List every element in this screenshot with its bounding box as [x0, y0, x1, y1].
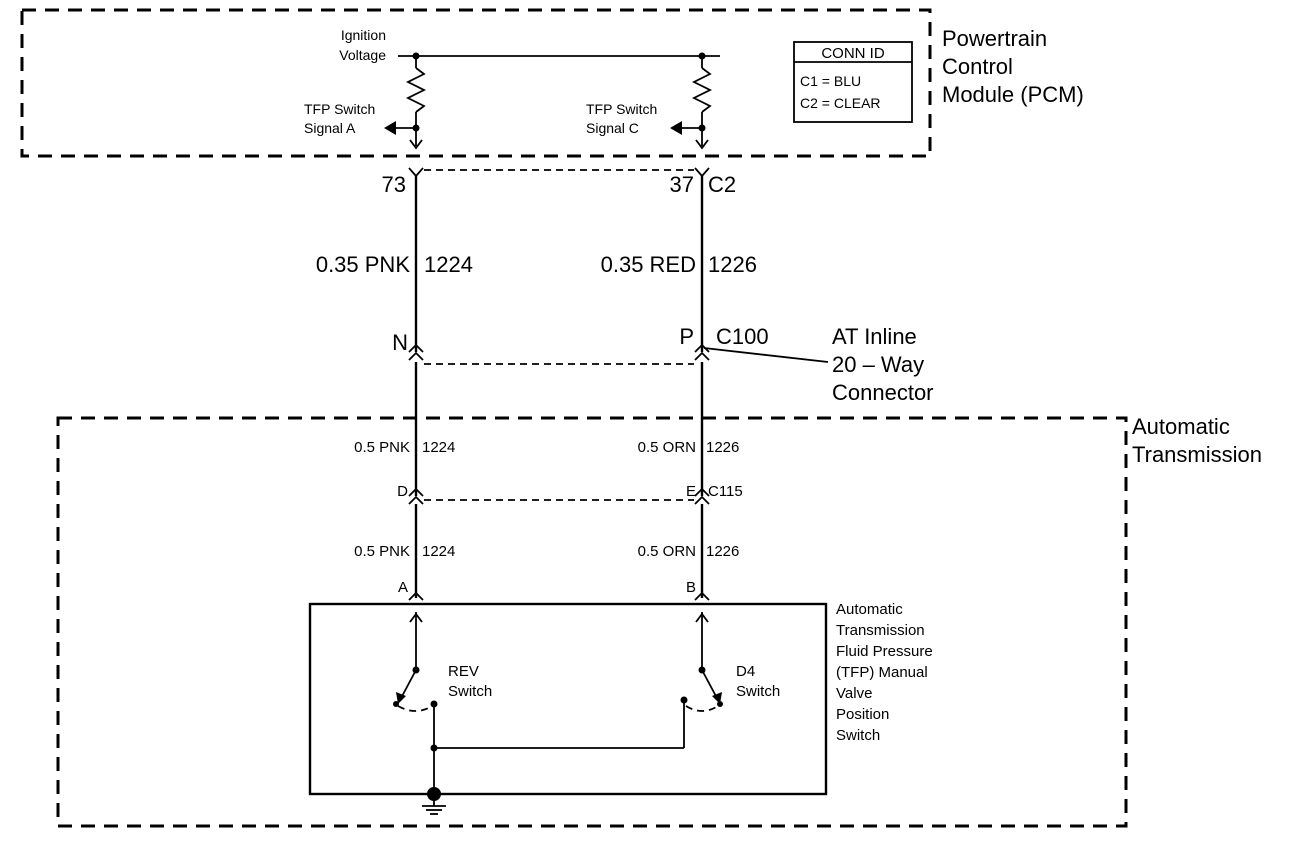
assembly-label-line-6: Position — [836, 706, 889, 723]
upper-left-wire-circuit: 1224 — [424, 252, 473, 277]
c100-left-pin: N — [392, 330, 408, 355]
signal-a-arrow-icon — [384, 121, 396, 135]
pcm-boundary — [20, 8, 932, 158]
connector-chevrons — [408, 167, 710, 601]
tfp-switch-box — [308, 602, 828, 796]
ground-icon — [422, 787, 446, 815]
low-right-wire-spec: 0.5 ORN — [638, 543, 696, 560]
conn-id-box: CONN ID C1 = BLU C2 = CLEAR — [793, 41, 913, 123]
ignition-label-line-2: Voltage — [339, 47, 386, 63]
rev-switch-label-line-1: REV — [448, 663, 479, 680]
c100-label-line-3: Connector — [832, 380, 934, 405]
upper-left-wire-spec: 0.35 PNK — [316, 252, 410, 277]
mid-left-wire-spec: 0.5 PNK — [354, 439, 410, 456]
mid-left-wire-circuit: 1224 — [422, 439, 455, 456]
ignition-bus — [384, 52, 720, 150]
assembly-label-line-7: Switch — [836, 727, 880, 744]
d4-switch-label-line-2: Switch — [736, 683, 780, 700]
pcm-connector-id: C2 — [708, 172, 736, 197]
transmission-boundary — [56, 416, 1128, 828]
pcm-title-line-3: Module (PCM) — [942, 82, 1084, 107]
upper-right-wire-circuit: 1226 — [708, 252, 757, 277]
assembly-label-line-2: Transmission — [836, 622, 925, 639]
switch-pin-right: B — [686, 579, 696, 596]
c100-label-line-1: AT Inline — [832, 324, 917, 349]
mid-right-wire-circuit: 1226 — [706, 439, 739, 456]
c115-right-pin: E — [686, 483, 696, 500]
low-left-wire-circuit: 1224 — [422, 543, 455, 560]
switch-pin-left: A — [398, 579, 408, 596]
signal-a-label-line-2: Signal A — [304, 120, 356, 136]
c100-label-line-2: 20 – Way — [832, 352, 924, 377]
transmission-title-line-1: Automatic — [1132, 414, 1230, 439]
conn-id-title: CONN ID — [821, 45, 885, 62]
c100-leader — [703, 347, 829, 363]
assembly-label-line-1: Automatic — [836, 601, 903, 618]
c100-id: C100 — [716, 324, 769, 349]
mid-right-wire-spec: 0.5 ORN — [638, 439, 696, 456]
c115-left-pin: D — [397, 483, 408, 500]
assembly-label-line-5: Valve — [836, 685, 872, 702]
pull-up-resistor-a — [405, 67, 427, 113]
conn-id-c1: C1 = BLU — [800, 73, 861, 89]
circuit-wires — [414, 176, 704, 598]
signal-c-label-line-1: TFP Switch — [586, 101, 657, 117]
assembly-label-line-3: Fluid Pressure — [836, 643, 933, 660]
pcm-title-line-2: Control — [942, 54, 1013, 79]
pull-up-resistor-c — [691, 67, 713, 113]
switch-internals — [393, 612, 723, 792]
low-right-wire-circuit: 1226 — [706, 543, 739, 560]
pcm-title-line-1: Powertrain — [942, 26, 1047, 51]
upper-right-wire-spec: 0.35 RED — [601, 252, 696, 277]
conn-id-c2: C2 = CLEAR — [800, 95, 881, 111]
low-left-wire-spec: 0.5 PNK — [354, 543, 410, 560]
assembly-label-line-4: (TFP) Manual — [836, 664, 928, 681]
transmission-title-line-2: Transmission — [1132, 442, 1262, 467]
d4-switch-label-line-1: D4 — [736, 663, 755, 680]
c100-right-pin: P — [679, 324, 694, 349]
signal-c-label-line-2: Signal C — [586, 120, 639, 136]
rev-switch-label-line-2: Switch — [448, 683, 492, 700]
pcm-pin-left: 73 — [382, 172, 406, 197]
c115-id: C115 — [708, 483, 743, 500]
signal-a-label-line-1: TFP Switch — [304, 101, 375, 117]
ignition-label-line-1: Ignition — [341, 27, 386, 43]
pcm-pin-right: 37 — [670, 172, 694, 197]
signal-c-arrow-icon — [670, 121, 682, 135]
